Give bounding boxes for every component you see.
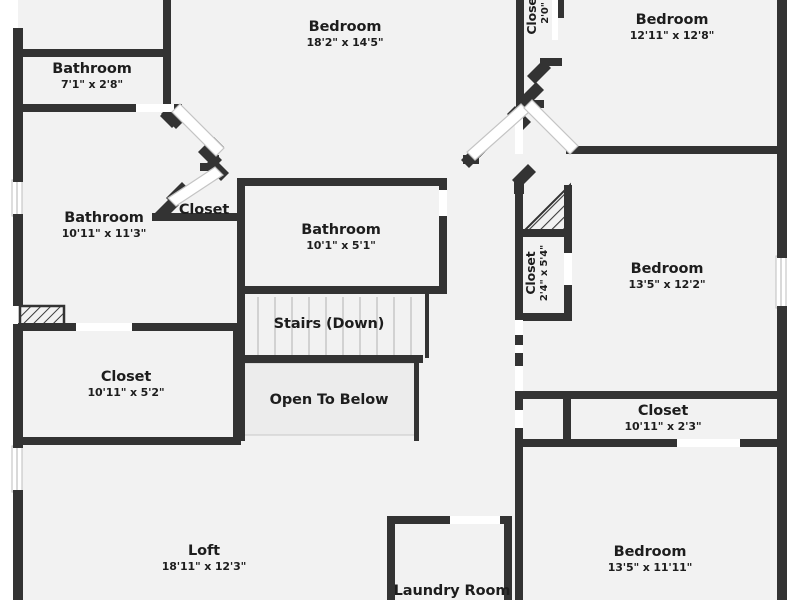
wall-shower-ledge xyxy=(18,323,78,331)
door-leaf-bedroom-diag2 xyxy=(523,99,579,155)
wall-diag-junction-nib xyxy=(463,155,479,164)
window-left-upper xyxy=(11,179,23,217)
wall-closet-bottom xyxy=(152,213,242,221)
wall-closet-rl-bottom xyxy=(515,439,677,447)
door-leaf-closet-lower xyxy=(167,166,224,207)
wall-diag-right-nib xyxy=(514,178,524,194)
wall-bathroom-top-left-bottom xyxy=(13,104,136,112)
wall-closet-top-right-stub xyxy=(540,58,562,66)
wall-top-left-divider xyxy=(13,49,171,57)
wall-center-bath-bottom xyxy=(237,286,447,294)
open-to-below-area xyxy=(241,362,418,436)
door-opening-laundry xyxy=(450,516,500,524)
wall-exterior-left-c xyxy=(13,324,23,448)
door-opening-mid-5 xyxy=(515,410,523,428)
wall-top-diag-a xyxy=(520,82,544,106)
door-opening-bath-tl xyxy=(136,104,174,112)
door-opening-mid-2 xyxy=(515,320,523,335)
wall-vert-top-left xyxy=(163,0,171,57)
wall-closet-rl-left xyxy=(563,391,571,443)
wall-vert-bathroom-right xyxy=(163,49,171,112)
wall-closet-lower-left-top xyxy=(128,323,240,331)
wall-closet-cr-right-b xyxy=(564,285,572,320)
door-leaf-layer xyxy=(167,99,579,207)
door-opening-closet-top xyxy=(552,0,558,40)
wall-closet-cr-bottom xyxy=(515,313,572,321)
door-opening-closet-ll xyxy=(76,323,132,331)
door-opening-closet-cr xyxy=(564,253,572,285)
wall-exterior-left-d xyxy=(13,490,23,600)
wall-closet-rl-bottom-b xyxy=(740,439,787,447)
wall-closet-cr-left xyxy=(515,190,523,320)
window-left-lower xyxy=(11,445,23,493)
wall-closet-cr-right-a xyxy=(564,185,572,253)
wall-stairs-right xyxy=(425,294,429,358)
door-openings-layer xyxy=(76,0,740,524)
wall-closet-top-narrow xyxy=(556,0,564,18)
wall-exterior-left-b xyxy=(13,214,23,306)
door-leaf-closet-upper xyxy=(171,103,225,157)
wall-closet-lower-left-bottom xyxy=(13,437,241,445)
door-opening-mid-1 xyxy=(515,112,523,154)
wall-bedroom-topright-bottom xyxy=(570,146,787,154)
wall-center-bath-left xyxy=(237,178,245,293)
wall-layer xyxy=(13,0,787,600)
wall-vert-mid-lower-a xyxy=(515,447,523,600)
door-opening-bath-center xyxy=(439,190,447,216)
wall-closet-cr-top xyxy=(515,229,572,237)
door-opening-mid-3 xyxy=(515,345,523,353)
wall-laundry-top-a xyxy=(387,516,452,524)
wall-center-bath-right-b xyxy=(439,216,447,293)
door-opening-mid-4 xyxy=(515,366,523,391)
door-opening-closet-rl xyxy=(677,439,740,447)
wall-center-bath-top xyxy=(237,178,447,186)
wall-mid-jamb-1 xyxy=(515,352,523,366)
wall-exterior-right-b xyxy=(777,306,787,600)
wall-open-below-right xyxy=(414,363,419,441)
window-right-middle xyxy=(775,255,787,309)
wall-open-below-left xyxy=(237,355,245,441)
wall-stairs-bottom xyxy=(237,355,423,363)
wall-exterior-right-a xyxy=(777,0,787,258)
wall-doorjamb-bath-left xyxy=(13,104,27,112)
wall-stairs-left xyxy=(237,286,245,358)
wall-bedroom-master-right xyxy=(516,0,524,106)
wall-bedroom-rm-bottom xyxy=(515,391,787,399)
wall-mid-jamb-2 xyxy=(515,428,523,447)
wall-laundry-right xyxy=(504,516,512,600)
wall-laundry-left xyxy=(387,516,395,600)
